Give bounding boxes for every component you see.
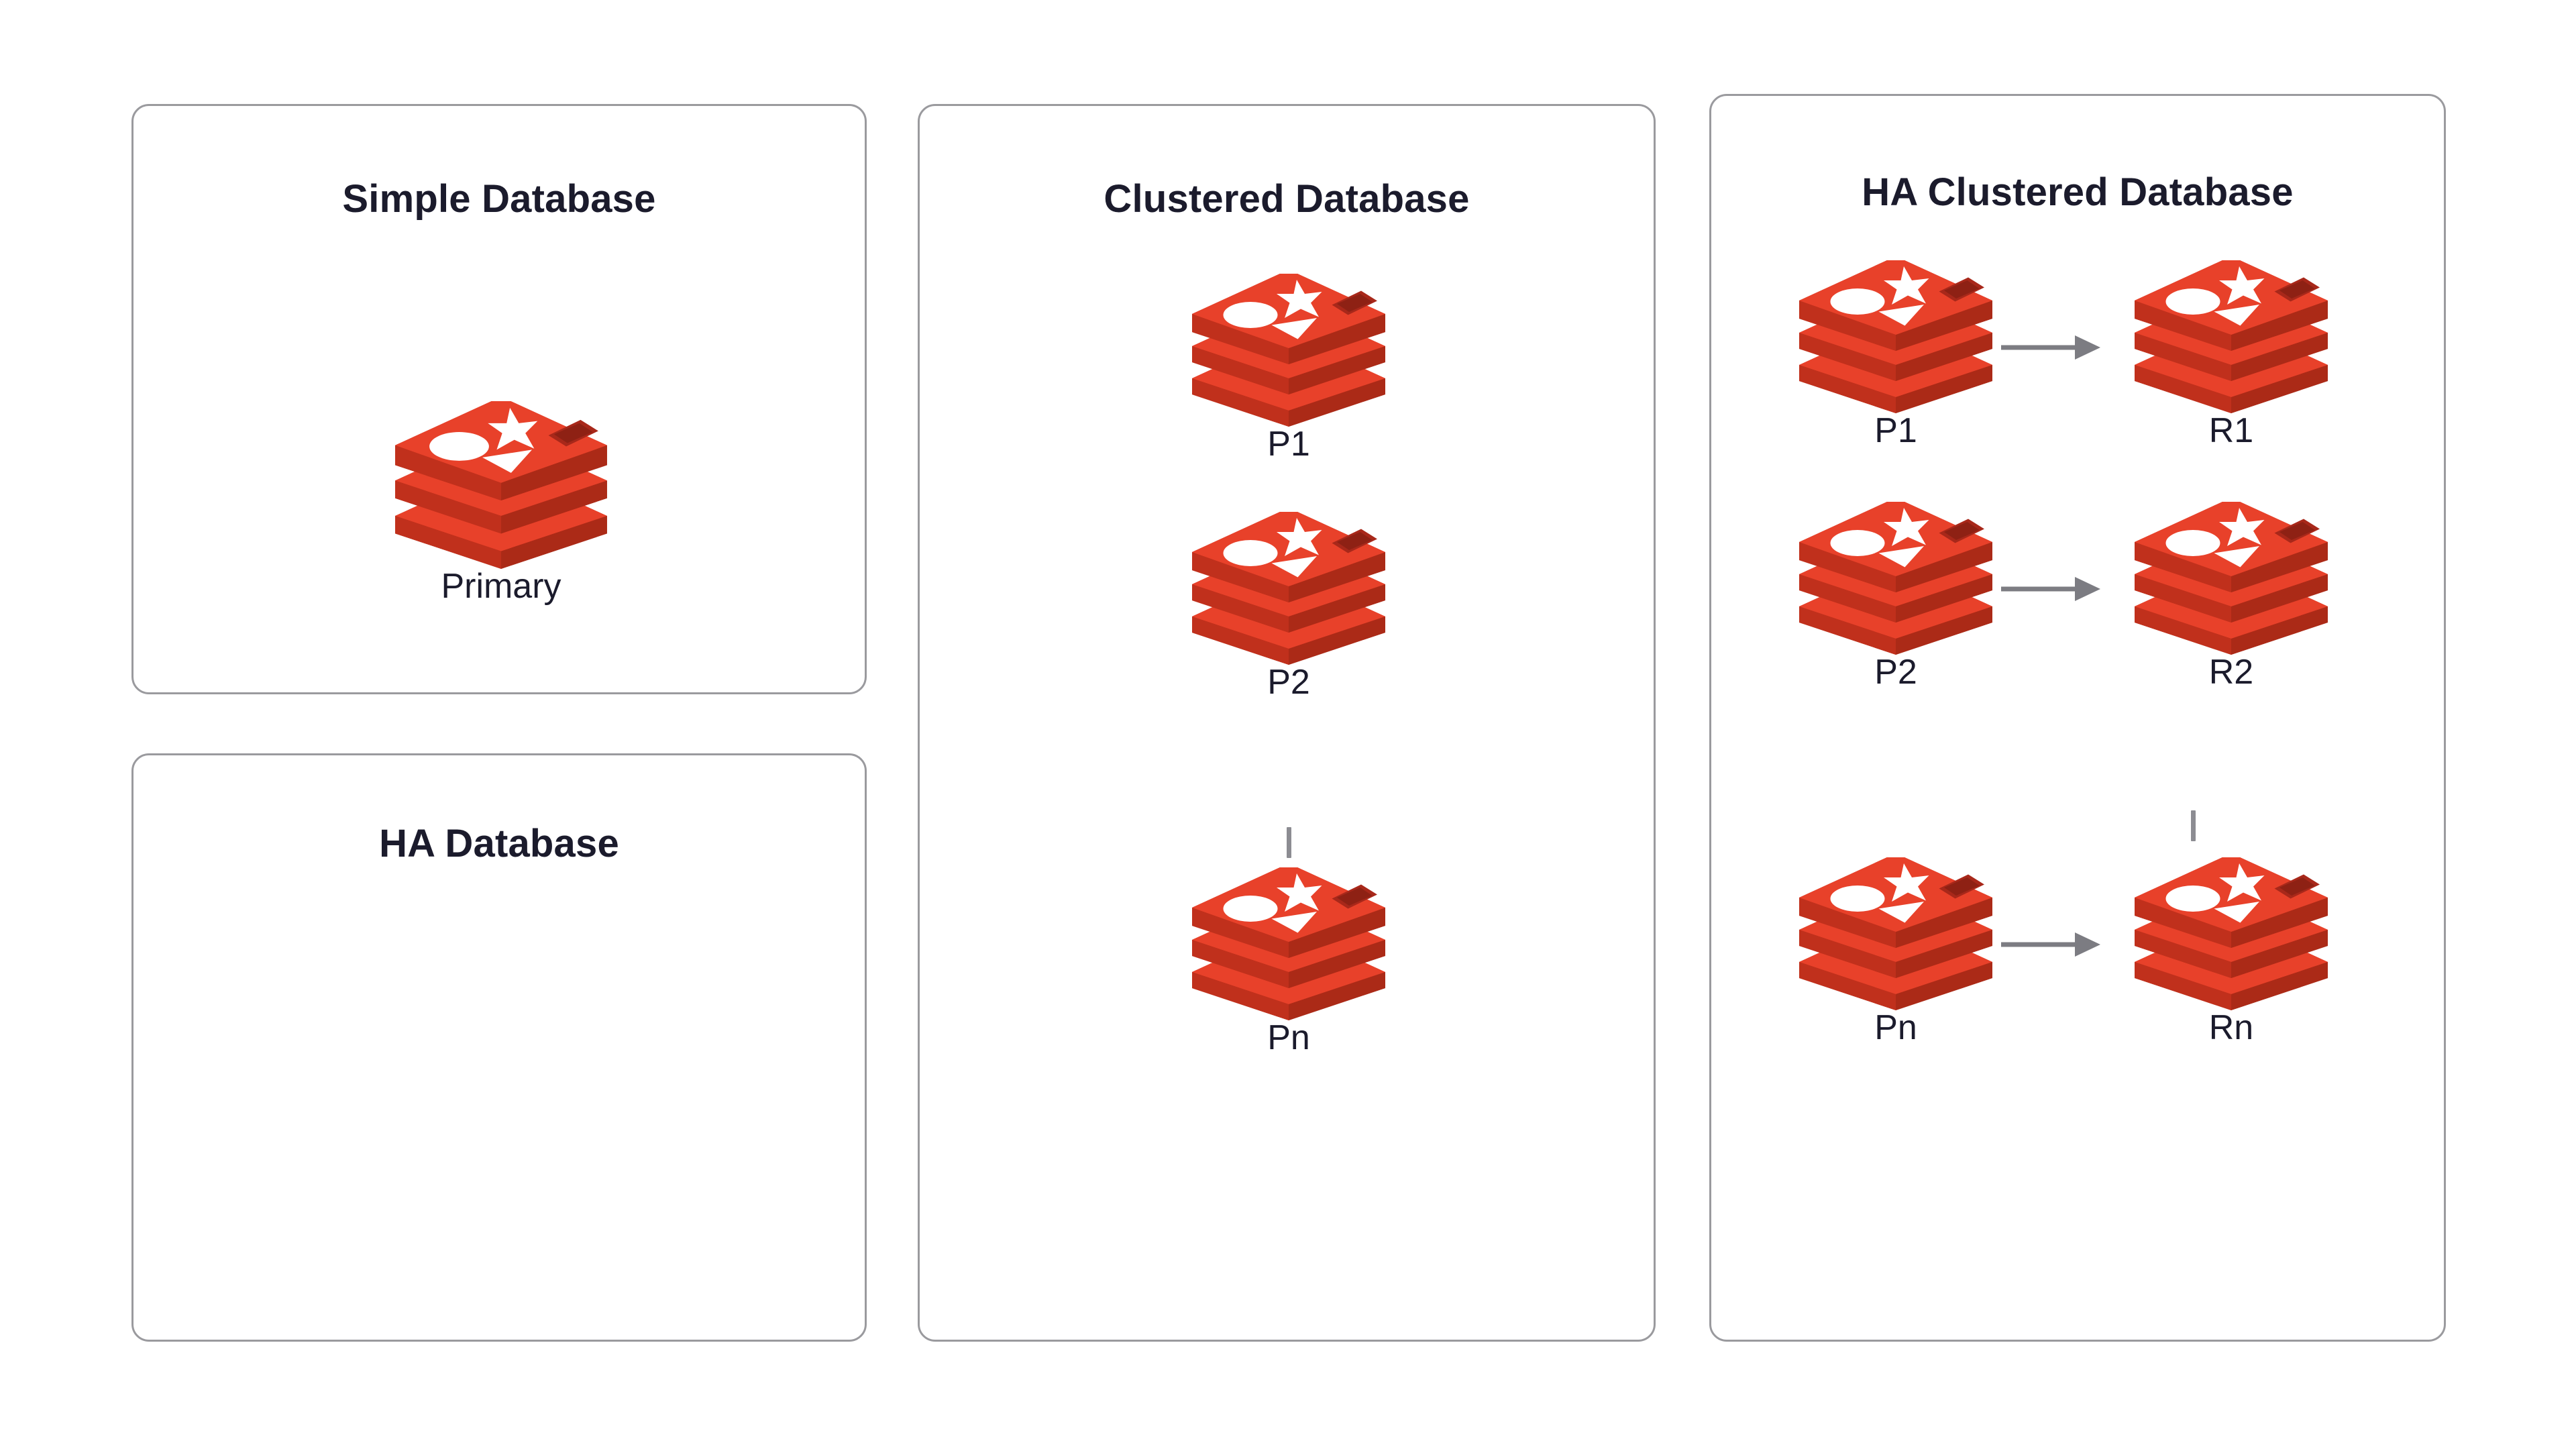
redis-cube-icon xyxy=(1188,274,1389,427)
node-ha-clustered-p1: P1 xyxy=(1785,260,2006,448)
arrow-p2-to-r2 xyxy=(2000,569,2107,609)
node-ha-clustered-rn: Rn xyxy=(2121,857,2342,1045)
ellipsis-dash xyxy=(1286,827,1291,858)
node-label: Pn xyxy=(1874,1008,1917,1047)
card-clustered-database: Clustered Database xyxy=(918,104,1656,1342)
node-label: R1 xyxy=(2208,411,2254,450)
card-ha-database: HA Database xyxy=(131,753,867,1342)
node-ha-clustered-r1: R1 xyxy=(2121,260,2342,448)
card-simple-database: Simple Database xyxy=(131,104,867,694)
node-label: P1 xyxy=(1267,425,1310,464)
redis-cube-icon xyxy=(1795,857,1996,1010)
redis-cube-icon xyxy=(1188,867,1389,1020)
arrow-pn-to-rn xyxy=(2000,924,2107,965)
redis-cube-icon xyxy=(2131,502,2332,655)
node-label: P1 xyxy=(1874,411,1917,450)
arrow-p1-to-r1 xyxy=(2000,327,2107,368)
ellipsis-dash xyxy=(2190,810,2196,841)
node-label: Pn xyxy=(1267,1018,1310,1057)
node-clustered-p1: P1 xyxy=(1178,274,1399,462)
card-title-simple-database: Simple Database xyxy=(342,177,656,221)
node-label: R2 xyxy=(2208,653,2254,692)
redis-cube-icon xyxy=(1795,260,1996,413)
redis-cube-icon xyxy=(1795,502,1996,655)
node-ha-clustered-p2: P2 xyxy=(1785,502,2006,690)
redis-cube-icon xyxy=(2131,260,2332,413)
card-title-clustered-database: Clustered Database xyxy=(1104,177,1470,221)
node-ha-clustered-r2: R2 xyxy=(2121,502,2342,690)
card-title-ha-database: HA Database xyxy=(379,822,619,865)
card-title-ha-clustered-database: HA Clustered Database xyxy=(1862,170,2294,214)
node-ha-clustered-pn: Pn xyxy=(1785,857,2006,1045)
node-clustered-pn: Pn xyxy=(1178,867,1399,1055)
redis-cube-icon xyxy=(2131,857,2332,1010)
node-label: P2 xyxy=(1874,653,1917,692)
node-label: Primary xyxy=(441,567,561,606)
node-simple-primary: Primary xyxy=(390,401,612,604)
redis-cube-icon xyxy=(390,401,612,569)
card-ha-clustered-database: HA Clustered Database xyxy=(1709,94,2446,1342)
redis-cube-icon xyxy=(1188,512,1389,665)
node-label: P2 xyxy=(1267,663,1310,702)
node-label: Rn xyxy=(2208,1008,2254,1047)
node-clustered-p2: P2 xyxy=(1178,512,1399,700)
